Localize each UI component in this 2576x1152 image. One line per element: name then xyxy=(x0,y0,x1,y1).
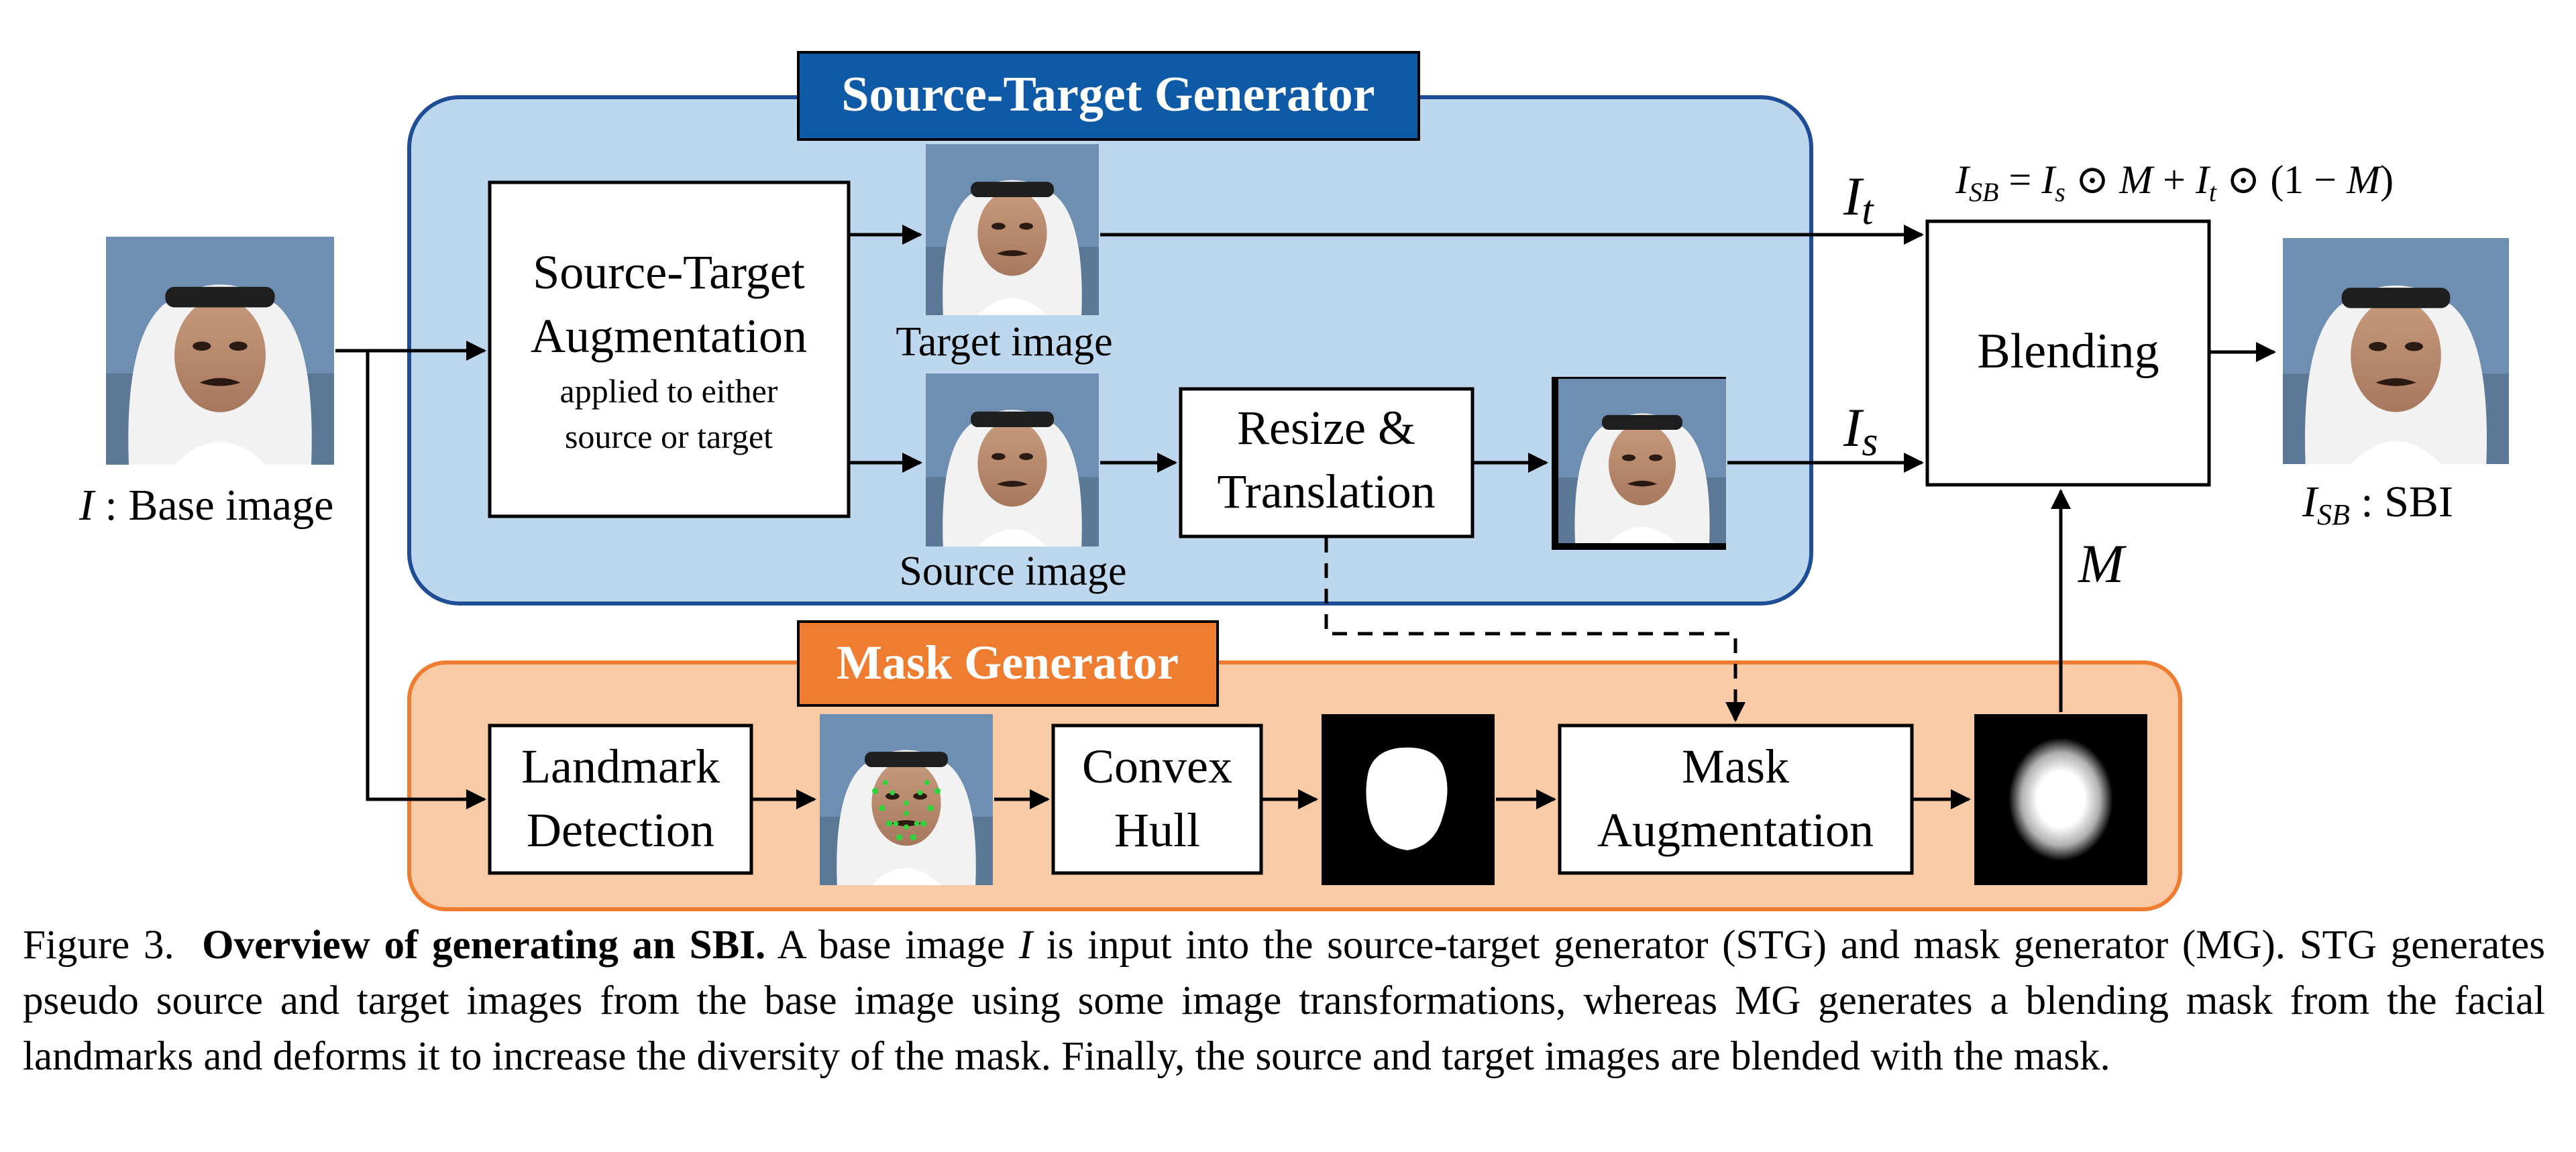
maskaug-label-1: Mask xyxy=(1682,740,1789,793)
resize-label-2: Translation xyxy=(1217,465,1435,518)
convex-label-2: Hull xyxy=(1114,803,1200,857)
aug-note-1: applied to either xyxy=(560,372,778,410)
caption-fig: Figure 3. xyxy=(23,923,174,968)
caption-bold: Overview of generating an SBI. xyxy=(202,923,766,968)
caption-text-2: is input into the source-target generato… xyxy=(23,923,2545,1079)
st-augmentation-box xyxy=(488,180,851,518)
target-image xyxy=(926,144,1099,315)
m-label: M xyxy=(2078,533,2127,594)
mask-augmentation-box xyxy=(1558,724,1914,875)
source-caption: Source image xyxy=(899,549,1126,594)
formula: ISB = Is ⊙ M + It ⊙ (1 − M) xyxy=(1955,158,2394,207)
landmark-points xyxy=(871,780,941,841)
aug-title-1: Source-Target xyxy=(533,245,804,299)
mg-title-box xyxy=(797,620,1219,707)
figure-caption: Figure 3. Overview of generating an SBI.… xyxy=(23,917,2545,1084)
stg-title: Source-Target Generator xyxy=(841,67,1375,122)
caption-var: I xyxy=(1018,923,1033,968)
resize-label-1: Resize & xyxy=(1237,401,1415,455)
augmented-mask-blob xyxy=(2008,738,2113,861)
caption-text-1: A base image xyxy=(765,923,1019,968)
base-image xyxy=(106,237,334,465)
stg-title-box xyxy=(797,51,1420,141)
sbi-image xyxy=(2283,238,2509,464)
resize-translation-box xyxy=(1179,387,1474,538)
blending-box xyxy=(1925,219,2211,487)
is-label: Is xyxy=(1843,397,1878,465)
blending-label: Blending xyxy=(1977,324,2159,379)
landmark-detection-box xyxy=(488,724,753,875)
transformed-image xyxy=(1558,379,1726,543)
landmark-image xyxy=(820,714,993,885)
it-label: It xyxy=(1843,166,1874,233)
mg-title: Mask Generator xyxy=(837,636,1179,689)
connectors xyxy=(335,225,2276,809)
aug-title-2: Augmentation xyxy=(531,309,807,363)
convex-label-1: Convex xyxy=(1082,740,1232,793)
maskaug-label-2: Augmentation xyxy=(1597,803,1874,857)
base-label: I : Base image xyxy=(78,481,333,530)
hull-mask-shape xyxy=(1366,747,1448,850)
source-image xyxy=(926,373,1099,546)
landmark-label-2: Detection xyxy=(527,803,714,857)
convex-hull-box xyxy=(1051,724,1263,875)
target-caption: Target image xyxy=(896,319,1112,365)
aug-note-2: source or target xyxy=(565,418,773,455)
sbi-label: ISB : SBI xyxy=(2302,477,2453,531)
landmark-label-1: Landmark xyxy=(521,740,720,793)
